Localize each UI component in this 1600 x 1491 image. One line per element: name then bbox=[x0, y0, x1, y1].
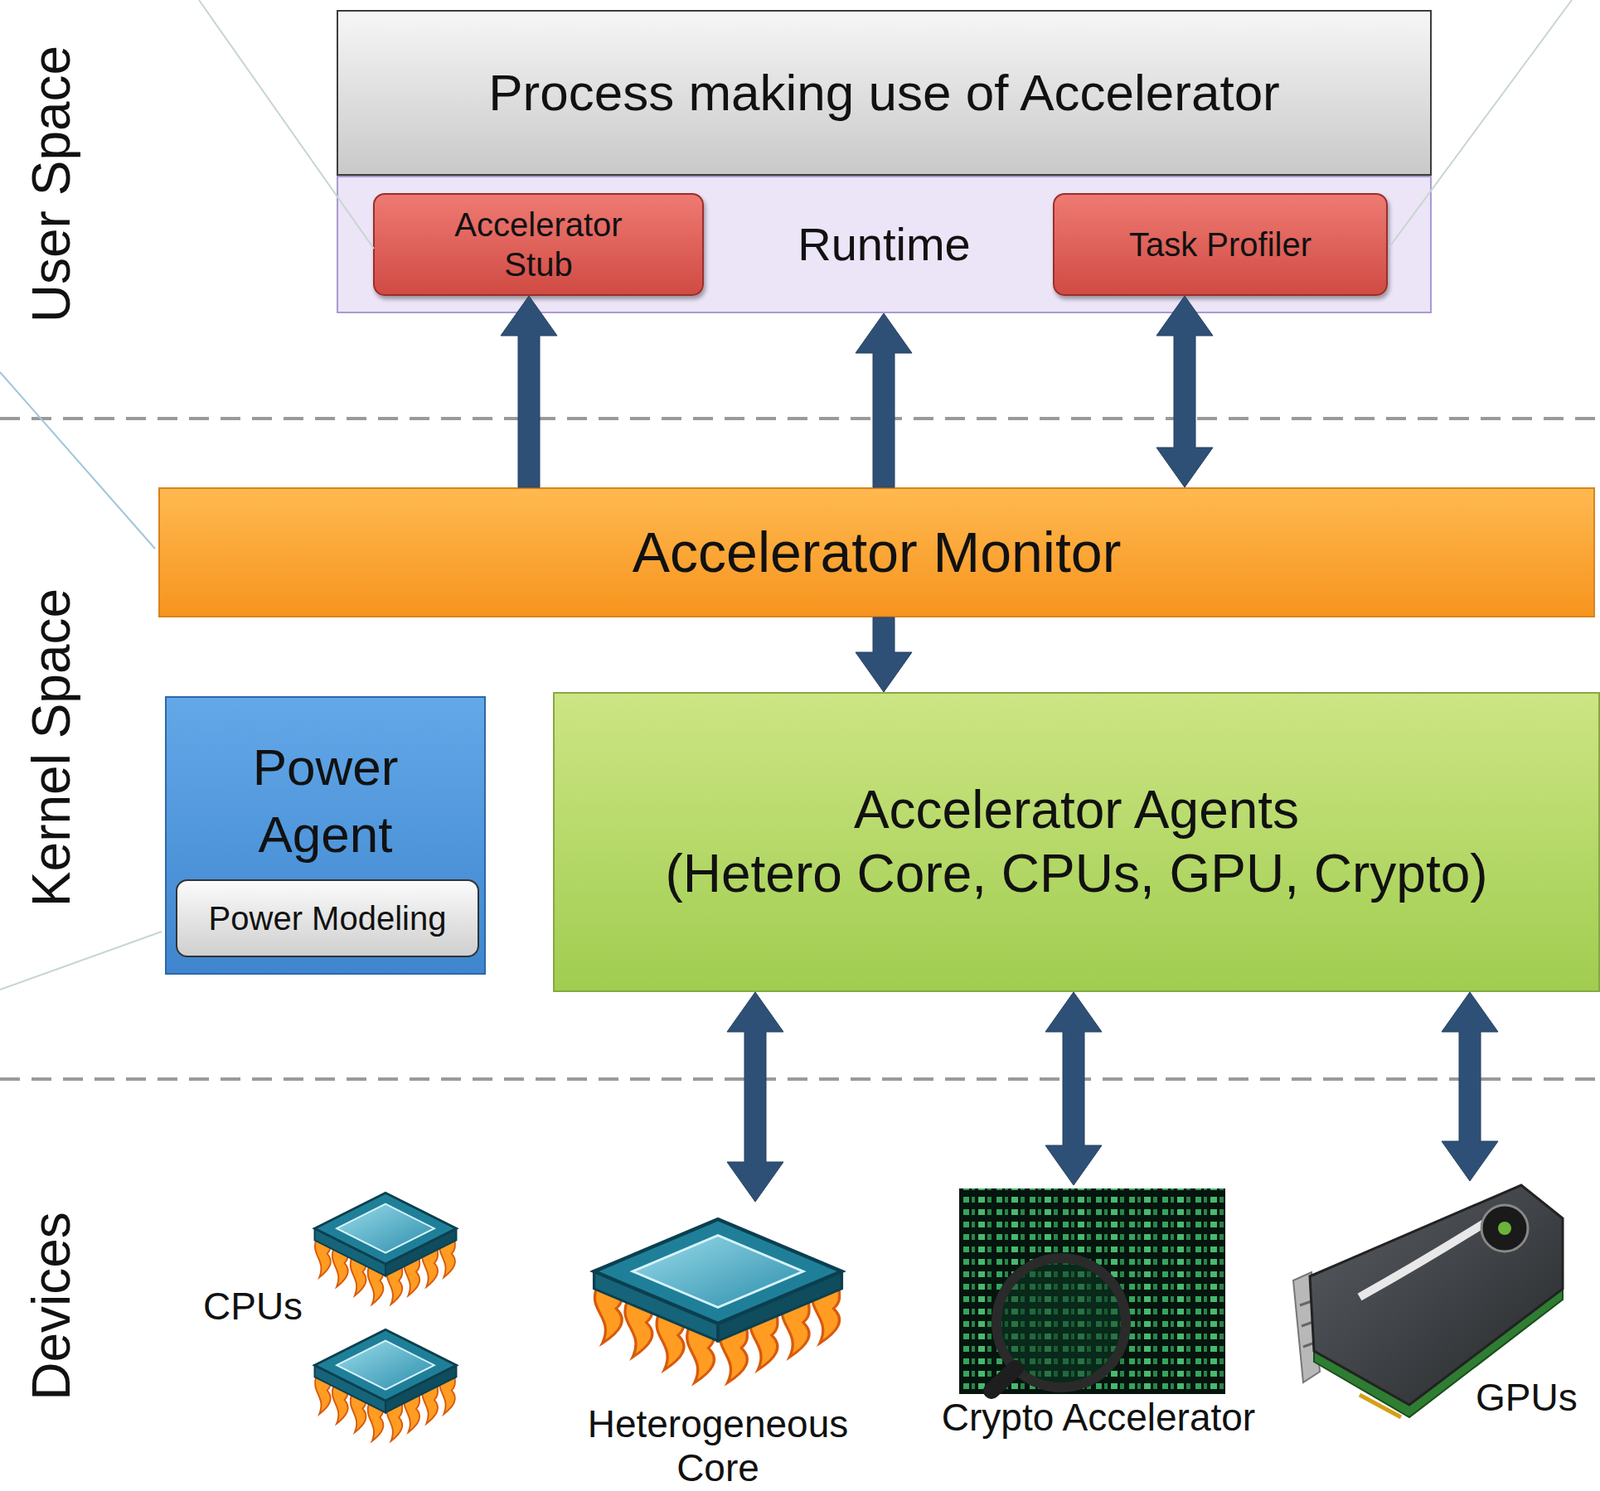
box-title: (Hetero Core, CPUs, GPU, Crypto) bbox=[664, 842, 1488, 907]
box-title: Power Agent bbox=[218, 734, 434, 868]
region-label: Kernel Space bbox=[19, 588, 84, 907]
flow-arrow bbox=[1441, 992, 1499, 1182]
cpu-icons bbox=[315, 1192, 457, 1441]
module-box: Power Modeling bbox=[175, 879, 480, 958]
region-label-holder: Kernel Space bbox=[19, 588, 84, 907]
process-box: Process making use of Accelerator bbox=[336, 9, 1432, 176]
region-label-holder: Devices bbox=[19, 1212, 84, 1402]
device-label: Heterogeneous Core bbox=[581, 1402, 855, 1491]
agent-box: Power AgentPower Modeling bbox=[164, 696, 486, 975]
flow-arrow bbox=[500, 295, 558, 488]
box-title: Accelerator Stub bbox=[426, 204, 651, 285]
boundary-line bbox=[0, 1077, 1600, 1082]
device-label: CPUs bbox=[203, 1284, 307, 1329]
leader-line bbox=[0, 931, 162, 990]
crypto-image bbox=[959, 1188, 1226, 1395]
region-label: Devices bbox=[19, 1212, 84, 1402]
hetero-core-icon bbox=[594, 1219, 843, 1383]
boundary-line bbox=[0, 416, 1600, 421]
runtime-band: Runtime Accelerator Stub Task Profiler bbox=[336, 175, 1432, 314]
agents-box: Accelerator Agents(Hetero Core, CPUs, GP… bbox=[552, 692, 1600, 993]
flow-arrow bbox=[1045, 992, 1102, 1186]
device-label: Crypto Accelerator bbox=[920, 1396, 1277, 1440]
component-box: Accelerator Stub bbox=[373, 193, 704, 296]
bar-title: Accelerator Monitor bbox=[632, 518, 1122, 587]
region-label: User Space bbox=[19, 45, 84, 323]
flow-arrow bbox=[1156, 295, 1213, 488]
box-title: Task Profiler bbox=[1129, 224, 1312, 265]
box-title: Process making use of Accelerator bbox=[488, 62, 1280, 124]
monitor-bar: Accelerator Monitor bbox=[158, 487, 1596, 618]
band-title: Runtime bbox=[797, 216, 971, 272]
flow-arrow bbox=[727, 992, 784, 1203]
component-box: Task Profiler bbox=[1052, 193, 1388, 296]
flow-arrow bbox=[855, 313, 912, 488]
leader-line bbox=[0, 372, 156, 549]
region-label-holder: User Space bbox=[19, 45, 84, 323]
device-label: GPUs bbox=[1475, 1376, 1596, 1421]
box-title: Accelerator Agents bbox=[853, 778, 1300, 843]
flow-arrow bbox=[855, 617, 912, 693]
box-title: Power Modeling bbox=[208, 898, 447, 939]
